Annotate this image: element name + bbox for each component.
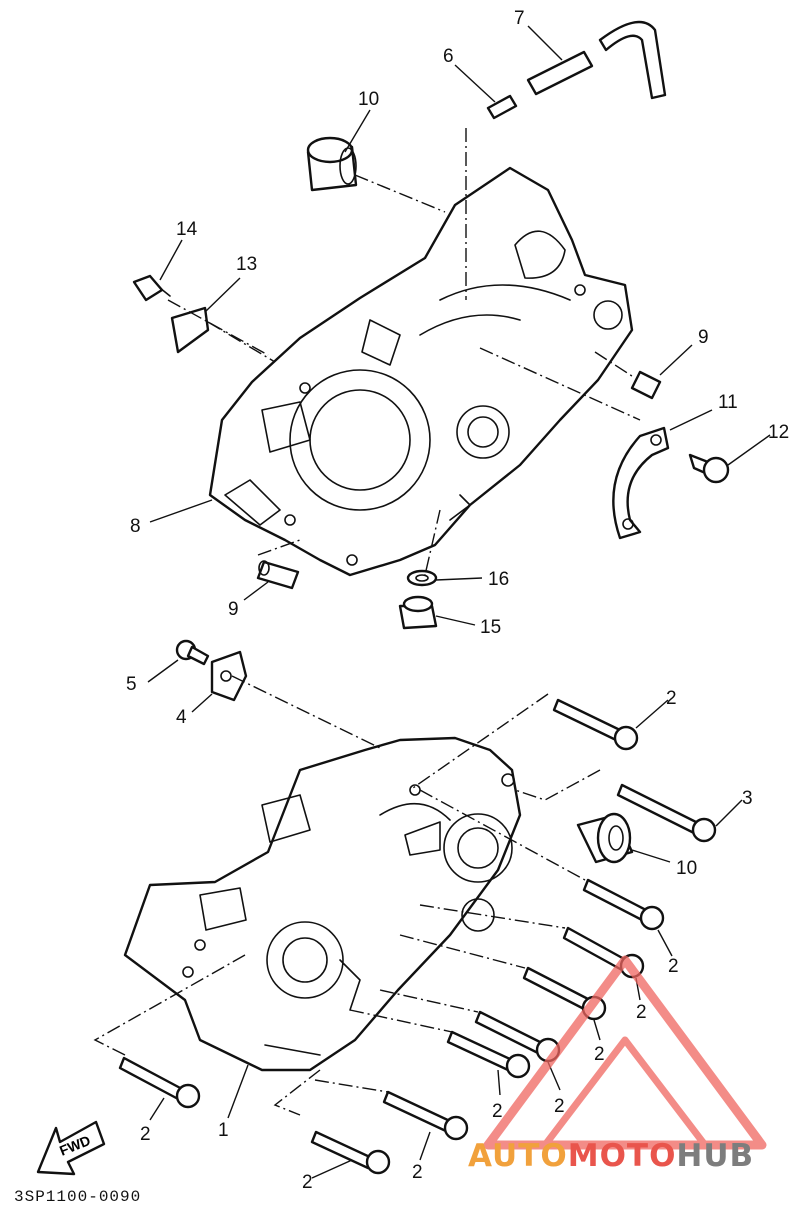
gasket-16 <box>406 569 438 587</box>
bolt-2-i <box>118 1056 201 1109</box>
callout-2-d: 2 <box>594 1044 605 1065</box>
bushing-lower <box>576 812 634 864</box>
callout-16: 16 <box>488 569 509 590</box>
callout-2-c: 2 <box>636 1002 647 1023</box>
callout-2-e: 2 <box>554 1096 565 1117</box>
bolt-14 <box>132 274 171 302</box>
crankcase-right-half <box>208 166 634 577</box>
callout-2-h: 2 <box>302 1172 313 1193</box>
watermark-text: AUTOMOTOHUB <box>468 1138 754 1174</box>
callout-11: 11 <box>718 392 738 413</box>
fwd-arrow: FWD <box>36 1120 106 1176</box>
callout-12: 12 <box>768 422 789 443</box>
callout-2-f: 2 <box>492 1101 503 1122</box>
alignment-lines <box>93 128 641 1116</box>
pipe-nipple <box>486 94 518 120</box>
leader-lines <box>147 25 771 1179</box>
bolt-12 <box>688 453 730 484</box>
bolt-2-h <box>310 1130 391 1175</box>
bolt-3 <box>616 783 717 843</box>
clamp-4 <box>210 650 248 702</box>
drain-plug-15 <box>398 595 438 630</box>
bolt-2-b <box>582 878 665 931</box>
drawing-code: 3SP1100-0090 <box>14 1188 142 1206</box>
bolt-2-d <box>522 966 607 1021</box>
bracket-11 <box>612 426 670 540</box>
callout-1: 1 <box>218 1120 229 1141</box>
callout-8: 8 <box>130 516 141 537</box>
callout-2-a: 2 <box>666 688 677 709</box>
callout-14: 14 <box>176 219 198 240</box>
watermark-moto: MOTO <box>567 1138 677 1174</box>
callout-5: 5 <box>126 674 137 695</box>
callout-10-upper: 10 <box>358 89 379 110</box>
bushing-upper <box>306 136 358 192</box>
callout-2-g: 2 <box>412 1162 423 1183</box>
bolt-2-g <box>382 1090 469 1141</box>
bolt-5 <box>175 639 210 666</box>
callout-10-lower: 10 <box>676 858 697 879</box>
dowel-pin-lower <box>256 560 300 590</box>
callout-9-upper: 9 <box>698 327 709 348</box>
callout-4: 4 <box>176 707 187 728</box>
callout-3: 3 <box>742 788 753 809</box>
breather-hose <box>526 20 667 100</box>
watermark-auto: AUTO <box>468 1138 568 1174</box>
callout-9-lower: 9 <box>228 599 239 620</box>
dowel-pin-upper <box>630 370 662 400</box>
callout-2-i: 2 <box>140 1124 151 1145</box>
bolt-2-a <box>552 698 639 751</box>
callout-7: 7 <box>514 8 525 29</box>
plate-13 <box>170 306 210 354</box>
callout-numbers: 6 7 10 14 13 9 11 12 8 9 16 15 5 4 2 3 1… <box>126 8 789 1193</box>
bolt-2-f <box>446 1030 531 1079</box>
callout-15: 15 <box>480 617 501 638</box>
callout-13: 13 <box>236 254 257 275</box>
callout-2-b: 2 <box>668 956 679 977</box>
crankcase-left-half <box>123 736 522 1072</box>
callout-6: 6 <box>443 46 454 67</box>
watermark-logo <box>483 955 767 1150</box>
watermark-hub: HUB <box>676 1138 755 1174</box>
